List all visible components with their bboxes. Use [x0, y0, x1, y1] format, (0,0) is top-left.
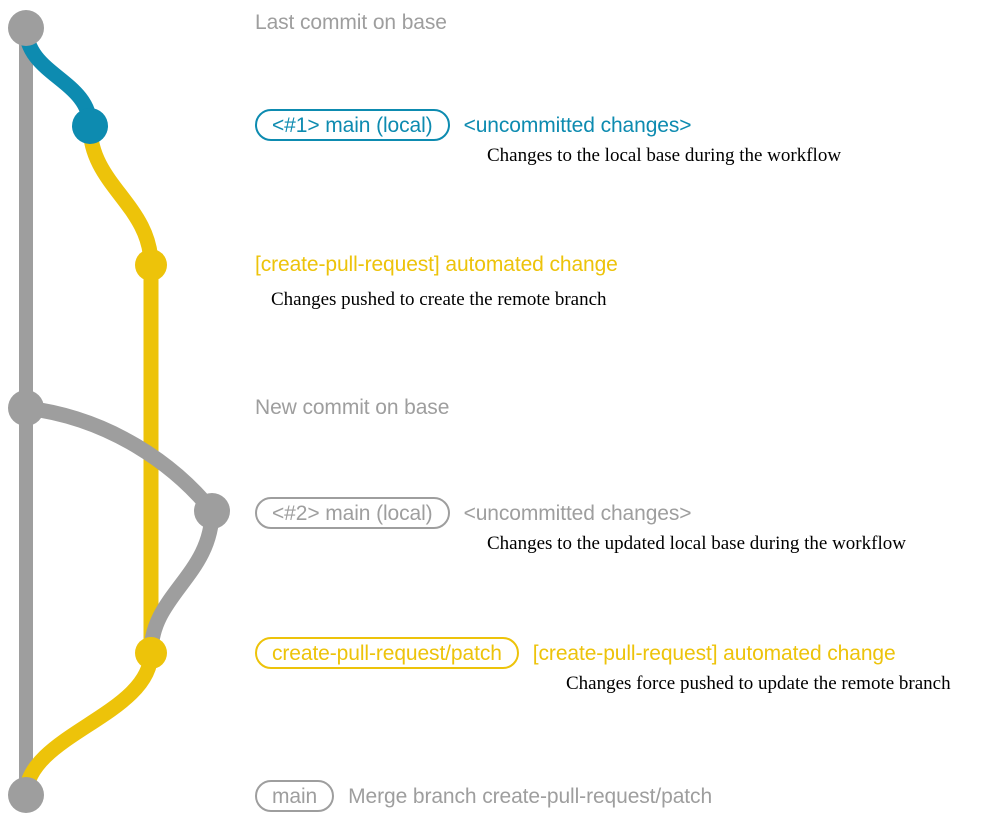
row-last-commit-on-base: Last commit on base [255, 12, 447, 33]
commit-node-automated-2[interactable] [135, 637, 167, 669]
row-merge-commit: main Merge branch create-pull-request/pa… [255, 780, 712, 812]
branch-label-main-local-1[interactable]: <#1> main (local) [255, 109, 450, 141]
commit-message-automated-1: [create-pull-request] automated change [255, 253, 618, 276]
row-local-change-2: <#2> main (local) <uncommitted changes> [255, 497, 692, 529]
patch-branch-line-1 [82, 118, 159, 273]
commit-message-new-on-base: New commit on base [255, 396, 450, 419]
commit-message-local-2: <uncommitted changes> [463, 501, 692, 525]
caption-local-change-1: Changes to the local base during the wor… [487, 145, 842, 166]
commit-node-merge[interactable] [8, 777, 44, 813]
row-automated-change-2: create-pull-request/patch [create-pull-r… [255, 637, 896, 669]
commit-node-automated-1[interactable] [135, 249, 167, 281]
merge-branch-line [18, 645, 159, 803]
commit-message-merge: Merge branch create-pull-request/patch [348, 784, 713, 808]
caption-local-change-2: Changes to the updated local base during… [487, 533, 906, 554]
branch-label-main[interactable]: main [255, 780, 335, 812]
commit-node-new-on-base[interactable] [8, 390, 44, 426]
local-branch-line-2 [18, 400, 220, 519]
local-to-patch-line-2 [143, 503, 220, 661]
commit-node-last-on-base[interactable] [8, 10, 44, 46]
commit-message-last-on-base: Last commit on base [255, 11, 447, 34]
row-automated-change-1: [create-pull-request] automated change [255, 254, 618, 275]
row-new-commit-on-base: New commit on base [255, 397, 449, 418]
caption-automated-change-2: Changes force pushed to update the remot… [566, 673, 951, 694]
row-local-change-1: <#1> main (local) <uncommitted changes> [255, 109, 692, 141]
commit-message-local-1: <uncommitted changes> [463, 113, 692, 137]
branch-graph [8, 10, 230, 813]
branch-label-main-local-2[interactable]: <#2> main (local) [255, 497, 450, 529]
commit-message-automated-2: [create-pull-request] automated change [532, 641, 896, 665]
caption-automated-change-1: Changes pushed to create the remote bran… [271, 289, 607, 310]
commit-node-local-2[interactable] [194, 493, 230, 529]
branch-label-create-pull-request-patch[interactable]: create-pull-request/patch [255, 637, 519, 669]
commit-node-local-1[interactable] [72, 108, 108, 144]
